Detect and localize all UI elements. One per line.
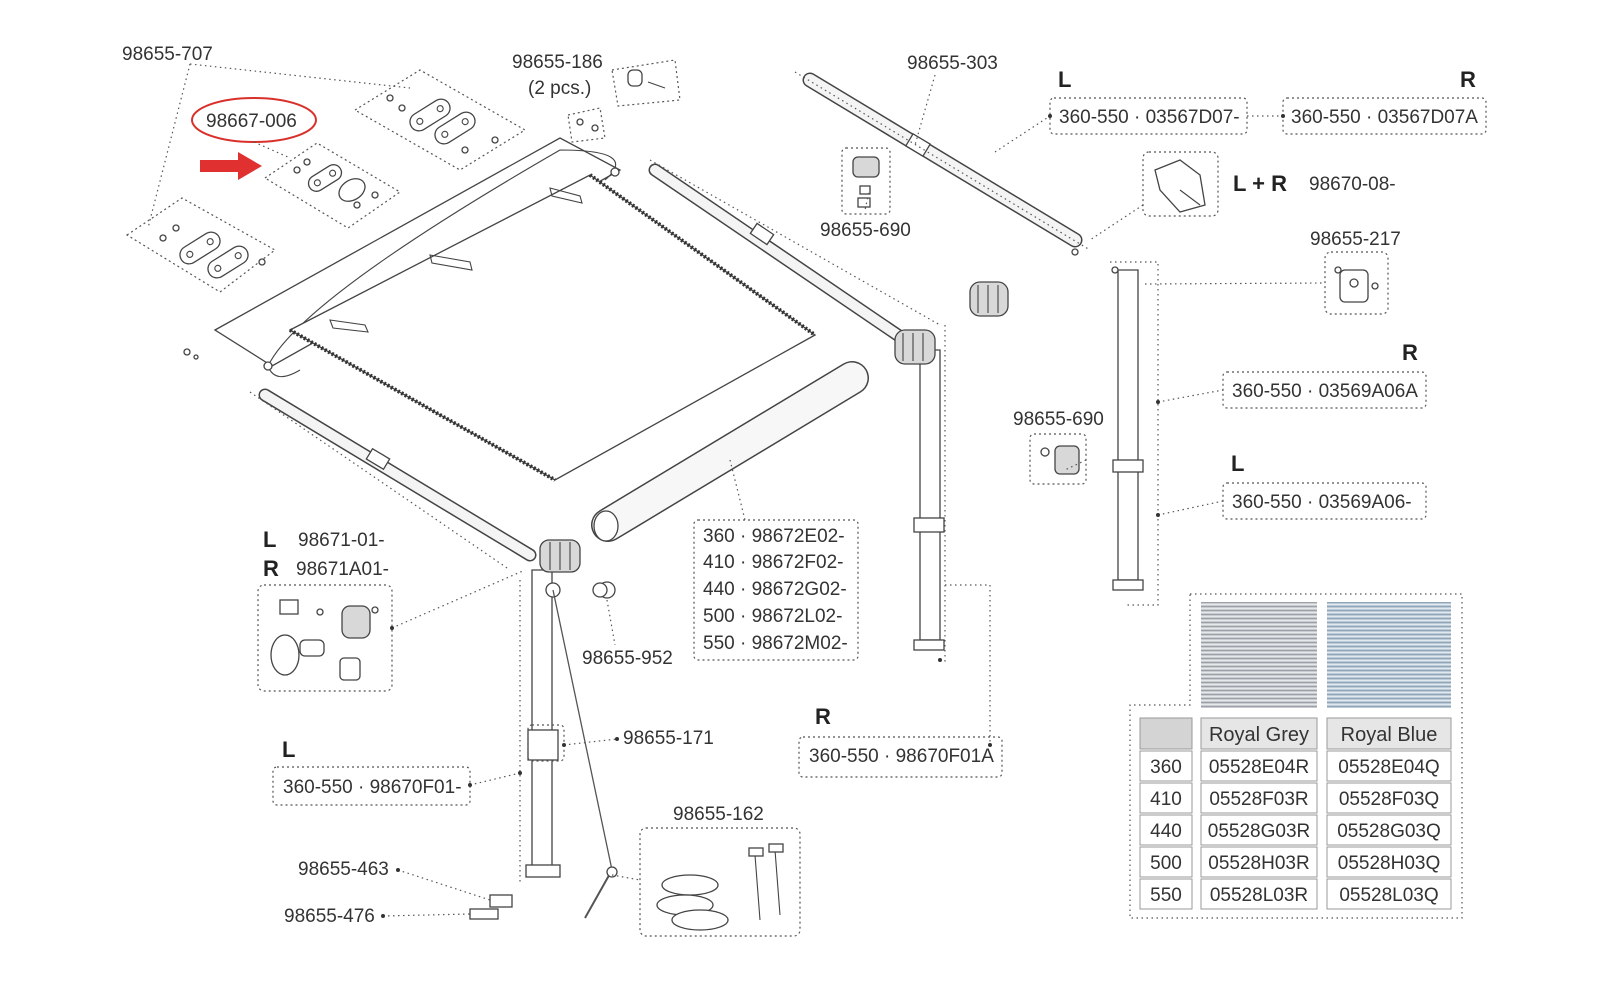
label-98670-08: 98670-08- xyxy=(1309,174,1396,195)
foot-plate-98655-476 xyxy=(469,908,499,920)
label-98667-006: 98667-006 xyxy=(206,111,297,132)
label-98655-463: 98655-463 xyxy=(298,859,389,880)
label-98671-01: 98671-01- xyxy=(298,530,385,551)
front-rail-upper xyxy=(648,159,941,347)
row-blue: 05528H03Q xyxy=(1338,853,1440,874)
pin-set-98655-186 xyxy=(183,59,681,360)
label-98655-186-qty: (2 pcs.) xyxy=(528,78,591,99)
front-profile-bar xyxy=(591,361,869,542)
row-size: 440 xyxy=(1150,821,1182,842)
label-R-mid: R xyxy=(1402,340,1418,365)
col-royal-blue: Royal Blue xyxy=(1341,724,1438,746)
table-row: 500 05528H03R 05528H03Q xyxy=(1139,846,1452,878)
foot-plate-98655-463 xyxy=(489,894,513,908)
label-98655-707: 98655-707 xyxy=(122,44,213,65)
row-size: 500 xyxy=(1150,853,1182,874)
support-leg-right-98670F01A xyxy=(913,325,991,745)
label-98655-952: 98655-952 xyxy=(582,648,673,669)
label-R-left: R xyxy=(263,556,279,581)
col-royal-grey: Royal Grey xyxy=(1209,724,1309,746)
label-R-top: R xyxy=(1460,67,1476,92)
label-bar-550: 550 · 98672M02- xyxy=(703,633,848,654)
label-L-top: L xyxy=(1058,67,1071,92)
bracket-98655-217 xyxy=(1324,251,1389,315)
bracket-plate-98667-006 xyxy=(263,142,402,229)
tie-down-kit-98655-162 xyxy=(639,827,801,937)
row-size: 360 xyxy=(1150,757,1182,778)
end-cap-98655-690-mid xyxy=(1029,433,1087,485)
row-size: 410 xyxy=(1150,789,1182,810)
hinge-gear-left xyxy=(539,539,581,598)
swatch-royal-blue xyxy=(1327,602,1451,708)
label-98655-690-mid: 98655-690 xyxy=(1013,409,1104,430)
end-cap-98670-08 xyxy=(1142,151,1219,217)
label-98655-171: 98655-171 xyxy=(623,728,714,749)
label-bar-440: 440 · 98672G02- xyxy=(703,579,847,600)
label-bar-500: 500 · 98672L02- xyxy=(703,606,842,627)
end-cap-98655-690-top xyxy=(841,147,891,215)
hinge-gear-center xyxy=(894,329,936,365)
label-98670F01: 360-550 · 98670F01- xyxy=(283,777,462,798)
label-98655-186: 98655-186 xyxy=(512,52,603,73)
label-03567D07A: 360-550 · 03567D07A xyxy=(1291,107,1478,128)
table-row: 360 05528E04R 05528E04Q xyxy=(1139,750,1452,782)
wall-leg-03569A06 xyxy=(1110,261,1159,606)
red-arrow-icon xyxy=(200,152,262,180)
label-98655-162: 98655-162 xyxy=(673,804,764,825)
row-grey: 05528L03R xyxy=(1210,885,1308,906)
row-blue: 05528L03Q xyxy=(1339,885,1438,906)
fabric-table: Royal Grey Royal Blue 360 05528E04R 0552… xyxy=(1129,593,1463,919)
label-03567D07: 360-550 · 03567D07- xyxy=(1059,107,1240,128)
bracket-plate-group-98655-707 xyxy=(125,69,527,293)
row-grey: 05528H03R xyxy=(1208,853,1309,874)
row-size: 550 xyxy=(1150,885,1182,906)
label-98655-217: 98655-217 xyxy=(1310,229,1401,250)
label-03569A06: 360-550 · 03569A06- xyxy=(1232,492,1412,513)
rafter-arm-98655-303 xyxy=(794,71,1091,256)
row-blue: 05528E04Q xyxy=(1338,757,1439,778)
label-98655-476: 98655-476 xyxy=(284,906,375,927)
label-L-bottom: L xyxy=(282,737,295,762)
row-blue: 05528F03Q xyxy=(1339,789,1439,810)
label-98670F01A: 360-550 · 98670F01A xyxy=(809,746,994,767)
label-03569A06A: 360-550 · 03569A06A xyxy=(1232,381,1418,402)
label-98655-690-top: 98655-690 xyxy=(820,220,911,241)
label-R-bottom: R xyxy=(815,704,831,729)
label-L-mid: L xyxy=(1231,451,1244,476)
support-leg-left-98670F01 xyxy=(519,569,561,885)
row-grey: 05528E04R xyxy=(1209,757,1309,778)
label-98671A01: 98671A01- xyxy=(296,559,389,580)
label-98655-303: 98655-303 xyxy=(907,53,998,74)
clamp-98655-171 xyxy=(527,724,565,762)
label-L-plus-R: L + R xyxy=(1233,171,1287,196)
clip-98655-952 xyxy=(592,582,608,598)
hinge-kit-98671 xyxy=(257,584,393,692)
front-rail-lower xyxy=(249,388,537,571)
row-grey: 05528F03R xyxy=(1209,789,1308,810)
row-grey: 05528G03R xyxy=(1208,821,1310,842)
row-blue: 05528G03Q xyxy=(1337,821,1441,842)
table-row: 410 05528F03R 05528F03Q xyxy=(1139,782,1452,814)
label-bar-360: 360 · 98672E02- xyxy=(703,526,845,547)
table-row: 440 05528G03R 05528G03Q xyxy=(1139,814,1452,846)
awning-cassette-and-fabric xyxy=(213,137,817,482)
table-row: 550 05528L03R 05528L03Q xyxy=(1139,878,1452,910)
swatch-royal-grey xyxy=(1201,602,1317,708)
label-bar-410: 410 · 98672F02- xyxy=(703,552,844,573)
tension-strap xyxy=(552,589,613,871)
spring-knob xyxy=(969,281,1009,317)
label-L-left: L xyxy=(263,527,276,552)
